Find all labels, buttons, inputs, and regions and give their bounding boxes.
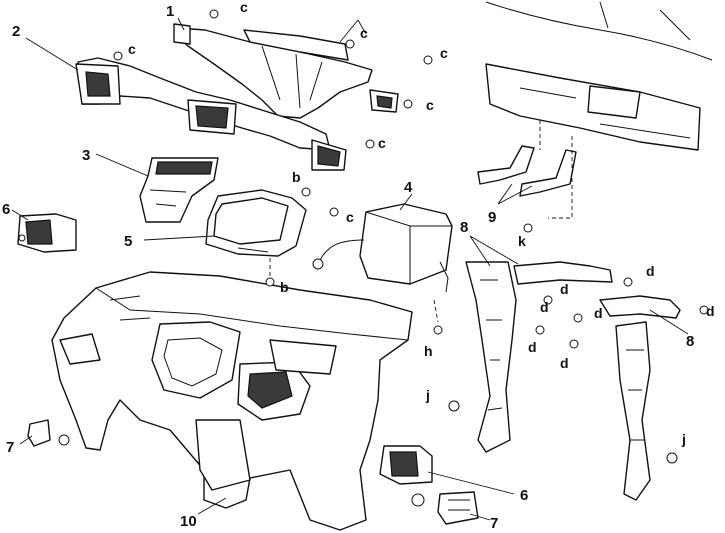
cowl-crossmember [485, 1, 713, 219]
label-d-3: d [540, 299, 549, 315]
label-c-4: c [440, 45, 448, 61]
part-10-instrument-panel [51, 271, 413, 531]
part-3-center-vent [139, 157, 219, 223]
label-c-3: c [360, 25, 368, 41]
label-c-2: c [128, 41, 136, 57]
part-8-right-bracket [599, 295, 681, 501]
label-c-1: c [240, 0, 248, 15]
label-1: 1 [166, 3, 174, 20]
label-j-1: j [425, 387, 430, 403]
label-5: 5 [124, 233, 132, 250]
label-j-2: j [681, 431, 686, 447]
label-7-right: 7 [490, 515, 498, 532]
label-c-7: c [346, 209, 354, 225]
part-5-cluster-hood [205, 189, 307, 257]
label-b-1: b [292, 169, 301, 185]
label-c-5: c [426, 97, 434, 113]
label-b-2: b [280, 279, 289, 295]
label-6-upper: 6 [2, 201, 10, 218]
label-3: 3 [82, 147, 90, 164]
label-k: k [518, 233, 526, 249]
part-6-left-vent [17, 213, 77, 253]
part-7-right-clip [411, 491, 479, 525]
label-d-7: d [560, 355, 569, 371]
fasteners [113, 9, 709, 464]
label-8-right: 8 [686, 333, 694, 350]
part-1-center-duct [173, 23, 399, 119]
label-10: 10 [180, 513, 197, 530]
label-6-lower: 6 [520, 487, 528, 504]
label-7-left: 7 [6, 439, 14, 456]
label-c-6: c [378, 135, 386, 151]
part-8-left-bracket [465, 261, 613, 453]
label-d-6: d [528, 339, 537, 355]
part-4-airbag-module [312, 203, 453, 293]
label-4: 4 [404, 179, 413, 196]
label-d-1: d [646, 263, 655, 279]
label-8-left: 8 [460, 219, 468, 236]
leader-lines [11, 17, 689, 521]
part-7-left-clip [27, 419, 70, 447]
label-h: h [424, 343, 433, 359]
part-2-left-duct [75, 57, 347, 171]
label-d-4: d [594, 305, 603, 321]
label-d-2: d [560, 281, 569, 297]
label-d-5: d [706, 303, 715, 319]
part-9-support-brackets [477, 145, 577, 197]
part-6-right-vent [379, 445, 433, 485]
label-2: 2 [12, 23, 20, 40]
label-9: 9 [488, 209, 496, 226]
